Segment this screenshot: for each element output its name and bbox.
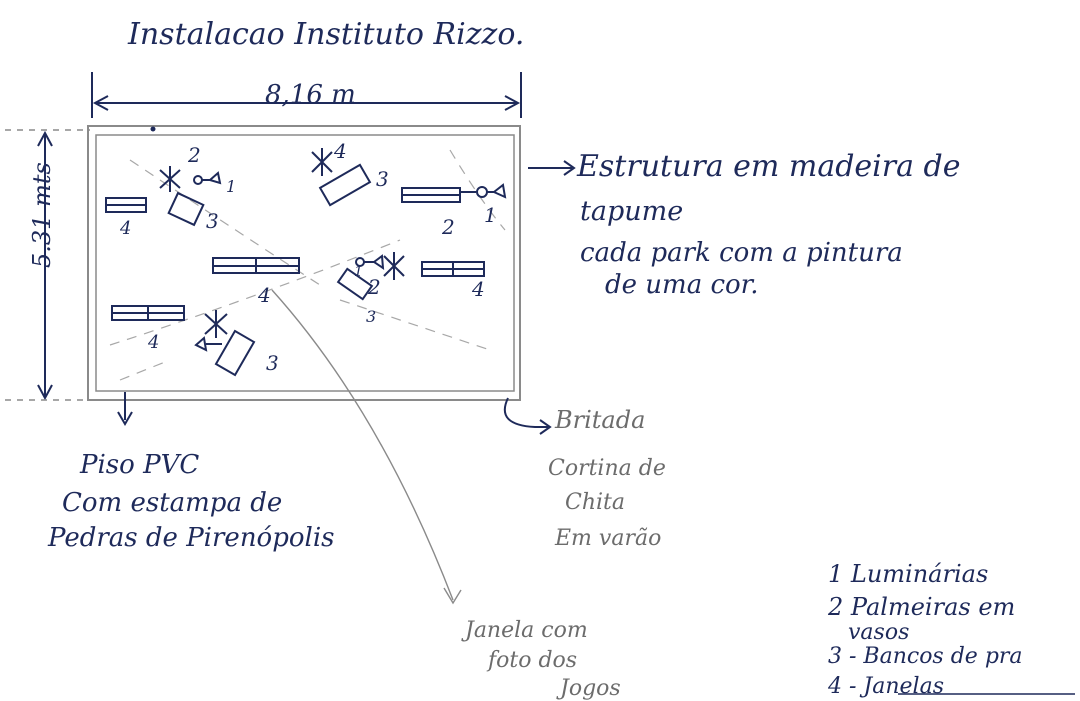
structure-note-line: Estrutura em madeira de [577, 149, 961, 184]
bench-icon [318, 163, 372, 207]
palm-icon [159, 166, 181, 192]
pencil-guides [5, 129, 90, 401]
structure-note-line: tapume [580, 196, 684, 227]
floor-note-line: Pedras de Pirenópolis [48, 523, 335, 553]
item-number: 3 [376, 167, 389, 191]
legend-item: 4 - Janelas [828, 674, 944, 699]
window-note-line: Janela com [465, 618, 588, 643]
item-number: 1 [484, 203, 497, 227]
palm-icon [311, 148, 333, 176]
floor-note-line: Piso PVC [80, 450, 200, 480]
border-note-line: Chita [565, 490, 625, 515]
border-note-line: Cortina de [548, 456, 666, 481]
layout-arcs [109, 149, 506, 381]
legend-item: vasos [848, 620, 910, 645]
floor-arrow [117, 392, 133, 426]
item-number: 2 [187, 143, 201, 167]
border-note-line: Em varão [555, 526, 662, 551]
window-note-line: Jogos [560, 676, 621, 701]
structure-arrow [528, 160, 576, 176]
item-number: 1 [354, 264, 363, 280]
item-number: 2 [441, 215, 455, 239]
item-number: 4 [147, 332, 159, 353]
structure-note-line: cada park com a pintura [580, 238, 903, 268]
item-number: 4 [119, 218, 131, 239]
lamp-icon [355, 254, 385, 270]
item-number: 4 [333, 139, 347, 163]
structure-note-line: de uma cor. [605, 270, 759, 300]
legend-item: 2 Palmeiras em [828, 593, 1016, 621]
legend-item: 1 Luminárias [828, 560, 989, 588]
dimension-lines [37, 72, 522, 401]
item-number: 3 [366, 307, 376, 326]
item-number: 2 [367, 275, 381, 299]
item-number: 4 [471, 277, 485, 301]
window-pointer [271, 289, 462, 605]
bench-icon [214, 329, 256, 377]
palm-icon [204, 310, 228, 338]
border-arrow [503, 397, 552, 435]
lamp-icon [193, 171, 222, 185]
item-number: 1 [226, 177, 236, 196]
bench-icon [167, 191, 205, 227]
lamp-icon [194, 336, 222, 352]
lamp-icon [460, 183, 507, 199]
sketch-title: Instalacao Instituto Rizzo. [128, 17, 525, 52]
room-outline [87, 125, 521, 401]
border-note-line: Britada [555, 406, 646, 434]
furniture [105, 148, 507, 377]
item-number: 4 [257, 283, 271, 307]
item-number: 3 [266, 351, 279, 375]
item-numbers: 2 1 3 4 4 3 2 1 4 2 1 3 4 4 3 [119, 139, 497, 375]
window-note-line: foto dos [488, 648, 578, 673]
floor-note-line: Com estampa de [62, 488, 283, 518]
width-dimension: 8,16 m [265, 80, 356, 110]
item-number: 3 [206, 209, 219, 233]
palm-icon [383, 252, 405, 280]
height-dimension: 5.31 mts [28, 162, 56, 268]
legend-item: 3 - Bancos de pra [828, 644, 1023, 669]
bench-icon [336, 267, 374, 301]
